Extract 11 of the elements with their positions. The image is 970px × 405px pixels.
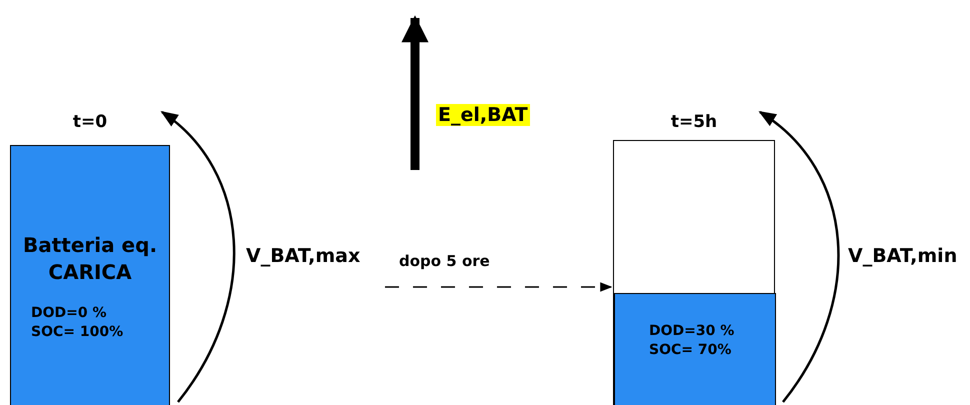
voltage-label: V_BAT,max: [246, 245, 360, 267]
edge-label: dopo 5 ore: [397, 252, 492, 270]
battery-title: Batteria eq. CARICA: [22, 232, 158, 286]
time-label: t=5h: [670, 112, 718, 132]
state-of-charge-text: DOD=0 % SOC= 100%: [31, 304, 124, 342]
charge-level-fill: [614, 293, 776, 405]
energy-label: E_el,BAT: [436, 104, 530, 126]
dashed-arrow: [385, 282, 612, 292]
state-of-charge-text: DOD=30 % SOC= 70%: [649, 322, 736, 360]
time-label: t=0: [72, 112, 108, 132]
voltage-label: V_BAT,min: [848, 245, 958, 267]
